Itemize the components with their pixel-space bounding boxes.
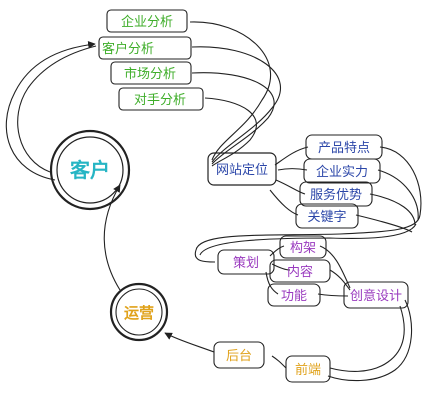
node-competitor-analysis: 对手分析 <box>134 93 186 108</box>
planning-group: 策划 构架 内容 功能 创意设计 <box>217 235 409 309</box>
customer-hub-label: 客户 <box>69 158 110 182</box>
connector-lines <box>5 21 422 382</box>
node-content: 内容 <box>287 264 313 280</box>
node-enterprise-strength: 企业实力 <box>316 164 368 180</box>
operations-hub-label: 运营 <box>124 304 154 322</box>
node-service-advantage: 服务优势 <box>310 187 362 203</box>
node-frontend: 前端 <box>295 362 321 378</box>
node-keywords: 关键字 <box>307 210 346 225</box>
node-backend: 后台 <box>226 349 252 364</box>
website-positioning-label: 网站定位 <box>216 163 268 178</box>
node-market-analysis: 市场分析 <box>124 66 176 82</box>
planning-label: 策划 <box>233 255 259 271</box>
node-creative-design: 创意设计 <box>350 288 402 304</box>
website-positioning-group: 网站定位 产品特点 企业实力 服务优势 关键字 <box>207 134 383 229</box>
operations-hub: 运营 <box>109 282 169 342</box>
node-architecture: 构架 <box>290 241 316 256</box>
node-customer-analysis: 客户分析 <box>102 41 154 57</box>
node-enterprise-analysis: 企业分析 <box>121 14 173 30</box>
node-functionality: 功能 <box>281 289 307 304</box>
market-analysis-group: 企业分析 客户分析 市场分析 对手分析 <box>98 9 204 111</box>
node-product-features: 产品特点 <box>318 141 370 156</box>
development-group: 后台 前端 <box>213 341 331 383</box>
customer-hub: 客户 <box>49 129 131 211</box>
